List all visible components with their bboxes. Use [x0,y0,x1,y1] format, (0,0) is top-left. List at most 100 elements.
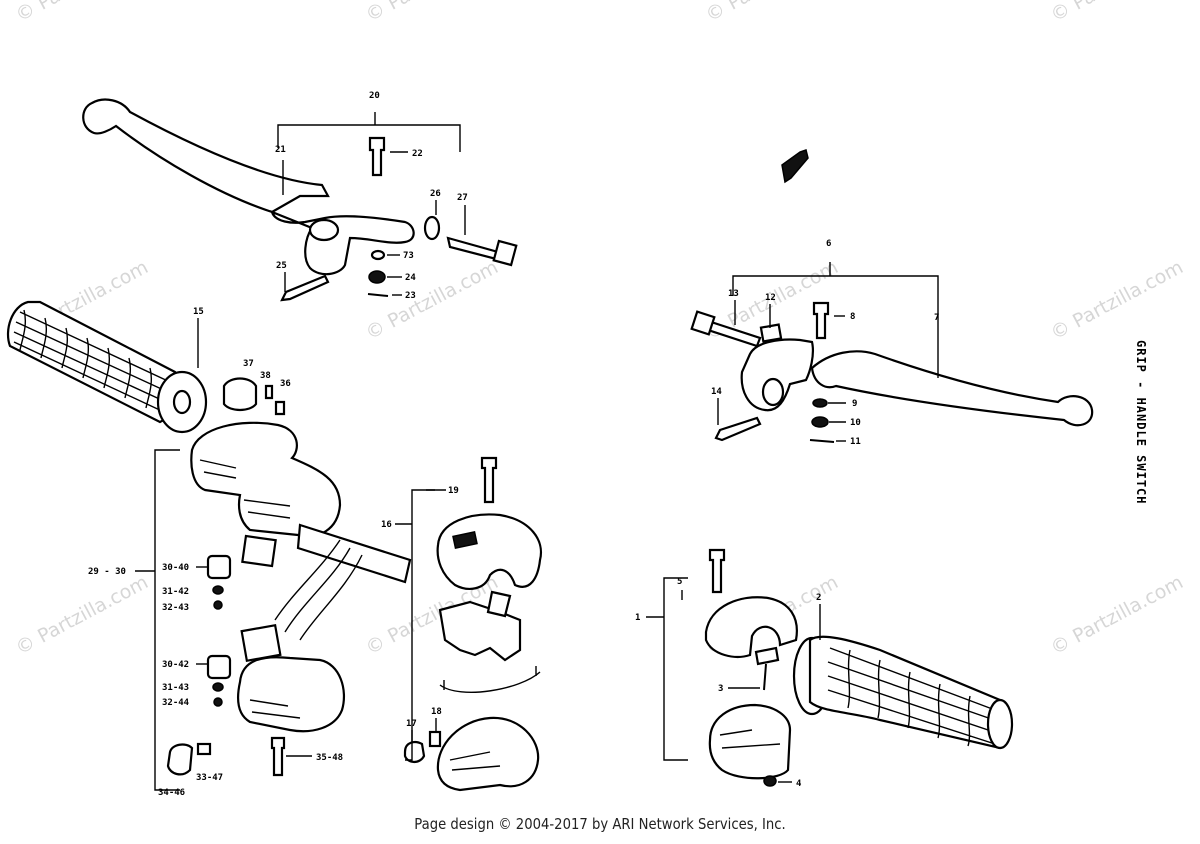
horn-button-37 [222,377,258,412]
label-6: 6 [826,239,831,249]
throttle-upper-housing [704,596,798,658]
holder-boss [308,218,340,242]
label-33-47: 33-47 [196,773,223,783]
label-22: 22 [412,149,423,159]
label-31-42: 31-42 [162,587,189,597]
choke-lever [166,743,194,776]
throttle-nut-4 [763,775,777,787]
lever-washer [370,249,386,261]
label-30-40: 30-40 [162,563,189,573]
left-handle-switch [135,377,412,791]
right-switch-upper-housing [436,513,543,590]
left-switch-lower-housing [237,656,346,733]
label-1: 1 [635,613,640,623]
label-9: 9 [852,399,857,409]
label-29-30: 29 - 30 [88,567,126,577]
watermark: © Partzilla.com [12,571,152,659]
throttle-grip-body [808,635,1013,750]
lower-right-detail [449,751,501,771]
label-32-44: 32-44 [162,698,190,708]
watermark: © Partzilla.com [12,0,152,26]
label-12: 12 [765,293,776,303]
starter-switch-lever [486,590,512,618]
part-number-labels: 20 21 22 26 27 25 73 24 23 6 13 12 8 7 1… [88,91,939,798]
ball-32-43 [213,600,223,610]
label-32-43: 32-43 [162,603,189,613]
label-35-48: 35-48 [316,753,343,763]
throttle-cable-pin [763,663,767,691]
clamp-bolt [280,274,330,302]
label-2: 2 [816,593,821,603]
switch-window [452,530,478,550]
right-handle-switch [395,456,543,792]
label-18: 18 [431,707,442,717]
label-38: 38 [260,371,271,381]
watermark-layer: © Partzilla.com © Partzilla.com © Partzi… [12,0,1187,659]
bracket-group-16 [405,489,435,761]
adjuster-nut [492,239,518,267]
throttle-switch-block [438,600,522,662]
lower-housing-detail [249,699,301,719]
handlebar-tube [296,523,412,584]
grip-ribs [13,309,171,413]
throttle-screw-5 [708,548,726,594]
label-14: 14 [711,387,722,397]
watermark: © Partzilla.com [702,0,842,26]
label-16: 16 [381,520,392,530]
left-grip [6,300,208,434]
lever-nut [368,270,386,284]
housing-detail [199,459,291,519]
knob-30-42 [206,654,232,680]
pivot-bolt [368,136,386,177]
adjuster-bolt [446,236,502,262]
clutch-lever-assembly [82,98,518,302]
bracket-group-29-30 [154,449,180,791]
label-30-42: 30-42 [162,660,189,670]
spring-31-42 [212,585,224,595]
label-26: 26 [430,189,441,199]
watermark: © Partzilla.com [362,0,502,26]
brake-lever-holder [740,338,814,412]
brake-clamp-bolt [714,416,762,442]
watermark: © Partzilla.com [1047,0,1187,26]
bracket-group-1 [663,577,688,761]
right-switch-lower-housing [436,716,540,792]
throttle-grip-ribs [827,647,1001,747]
label-20: 20 [369,91,380,101]
label-15: 15 [193,307,204,317]
watermark: © Partzilla.com [362,256,502,344]
label-3: 3 [718,684,723,694]
ball-32-44 [213,697,223,707]
label-24: 24 [405,273,416,283]
label-31-43: 31-43 [162,683,189,693]
label-4: 4 [796,779,802,789]
brake-washer-9 [812,398,828,408]
left-grip-body [6,300,179,424]
label-73: 73 [403,251,414,261]
throttle-grip-assembly [646,548,1014,787]
label-27: 27 [457,193,468,203]
brake-nut-10 [811,416,829,428]
screw-38 [264,384,274,400]
spring-31-43 [212,682,224,692]
master-adjuster-nut [690,310,716,336]
brake-lever [810,350,1094,427]
label-23: 23 [405,291,416,301]
label-25: 25 [276,261,287,271]
throttle-grip-cap [986,698,1014,750]
lever-pivot-washer [423,215,441,241]
cotter-pin [367,293,389,297]
watermark: © Partzilla.com [1047,571,1187,659]
wire-connector [240,624,282,662]
throttle-lower-detail [719,729,781,749]
diagram-title: GRIP - HANDLE SWITCH [1134,340,1148,505]
brake-lever-assembly [690,262,1094,443]
brake-pivot-bolt [812,301,830,340]
label-11: 11 [850,437,861,447]
brake-switch-block [759,323,783,343]
throttle-lower-housing [708,703,792,780]
switch-screw-19 [480,456,498,504]
label-8: 8 [850,312,855,322]
label-21: 21 [275,145,286,155]
choke-knob-33-47 [196,742,212,756]
